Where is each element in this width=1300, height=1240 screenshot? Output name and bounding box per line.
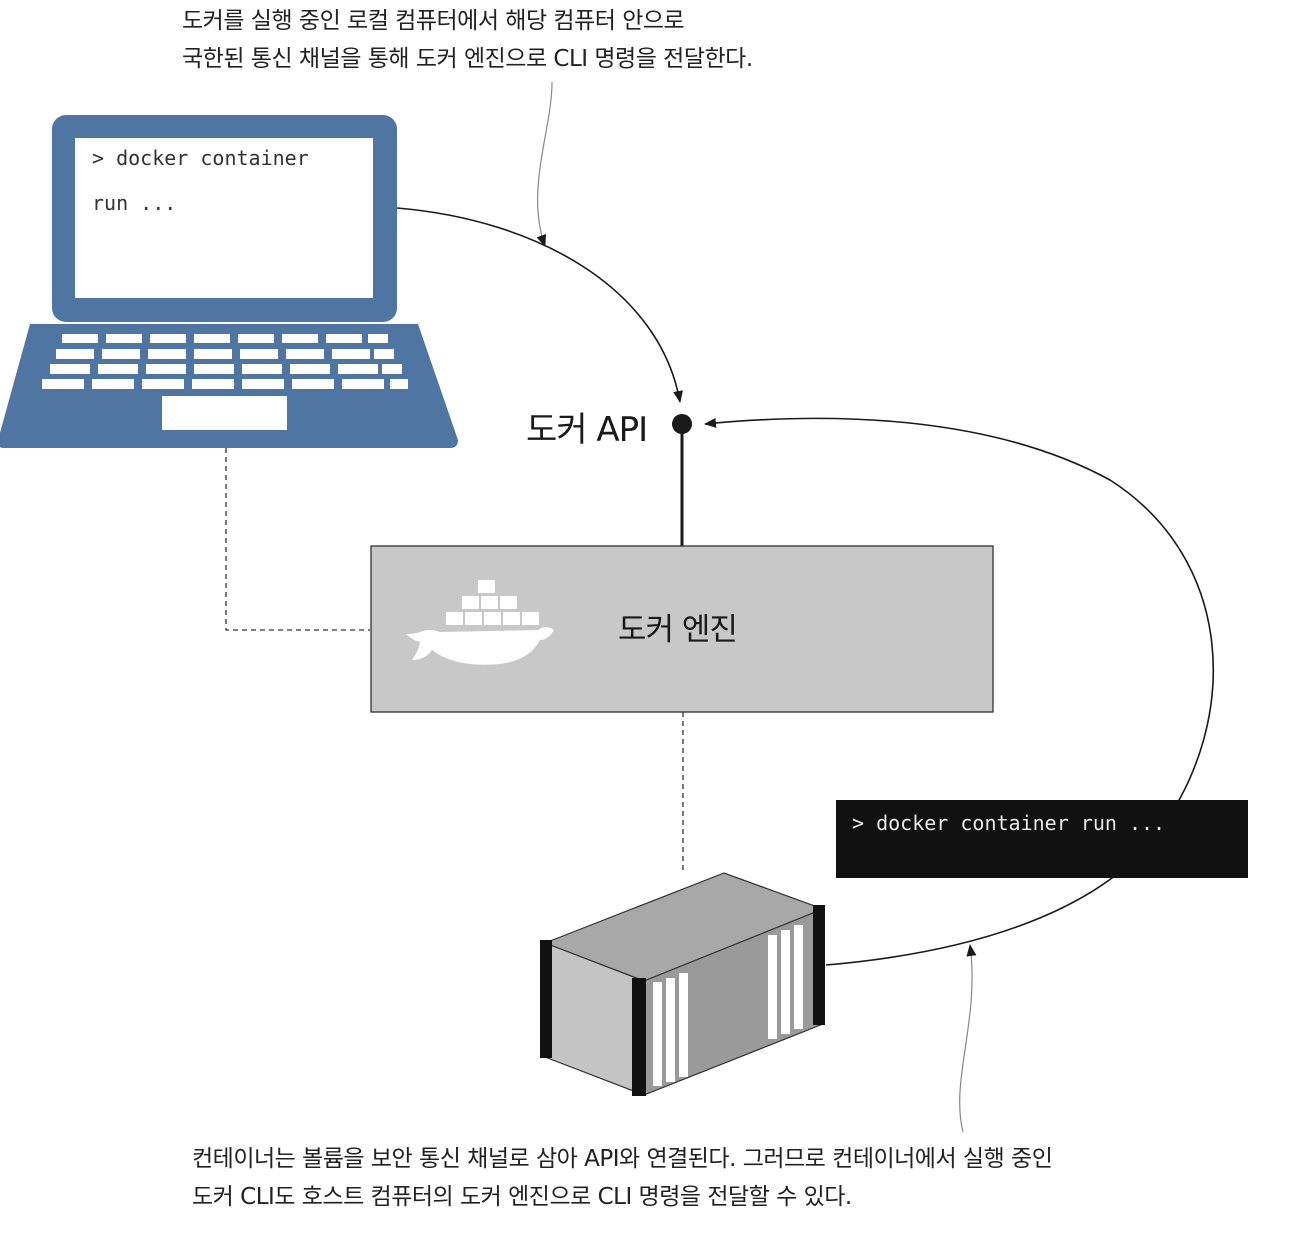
laptop-screen-line-2: run ... [92,191,177,215]
docker-engine-box [370,545,994,713]
docker-api-endpoint [672,414,692,434]
docker-whale-icon [406,580,554,665]
terminal-command-text: > docker container run ... [852,811,1166,835]
laptop-engine-dashed-line [225,448,370,631]
bottom-caption-line-1: 컨테이너는 볼륨을 보안 통신 채널로 삼아 API와 연결된다. 그러므로 컨… [192,1146,1053,1172]
laptop-to-api-arrow [396,207,683,403]
laptop-icon [0,115,458,448]
container-to-api-arrow [704,417,1214,966]
docker-api-label: 도커 API [526,410,648,450]
top-caption: 도커를 실행 중인 로컬 컴퓨터에서 해당 컴퓨터 안으로 국한된 통신 채널을… [182,2,753,78]
bottom-caption: 컨테이너는 볼륨을 보안 통신 채널로 삼아 API와 연결된다. 그러므로 컨… [192,1140,1053,1216]
container-terminal [836,800,1248,878]
shipping-container-icon [540,872,825,1096]
docker-engine-label: 도커 엔진 [618,612,738,648]
laptop-screen-line-1: > docker container [92,146,309,170]
top-caption-line-1: 도커를 실행 중인 로컬 컴퓨터에서 해당 컴퓨터 안으로 [182,8,685,34]
bottom-annotation-leader [959,944,977,1133]
top-annotation-leader [536,81,553,247]
bottom-caption-line-2: 도커 CLI도 호스트 컴퓨터의 도커 엔진으로 CLI 명령을 전달할 수 있… [192,1184,852,1210]
laptop-keyboard [42,334,408,430]
top-caption-line-2: 국한된 통신 채널을 통해 도커 엔진으로 CLI 명령을 전달한다. [182,46,753,72]
laptop-screen-text: > docker container run ... [92,136,309,226]
